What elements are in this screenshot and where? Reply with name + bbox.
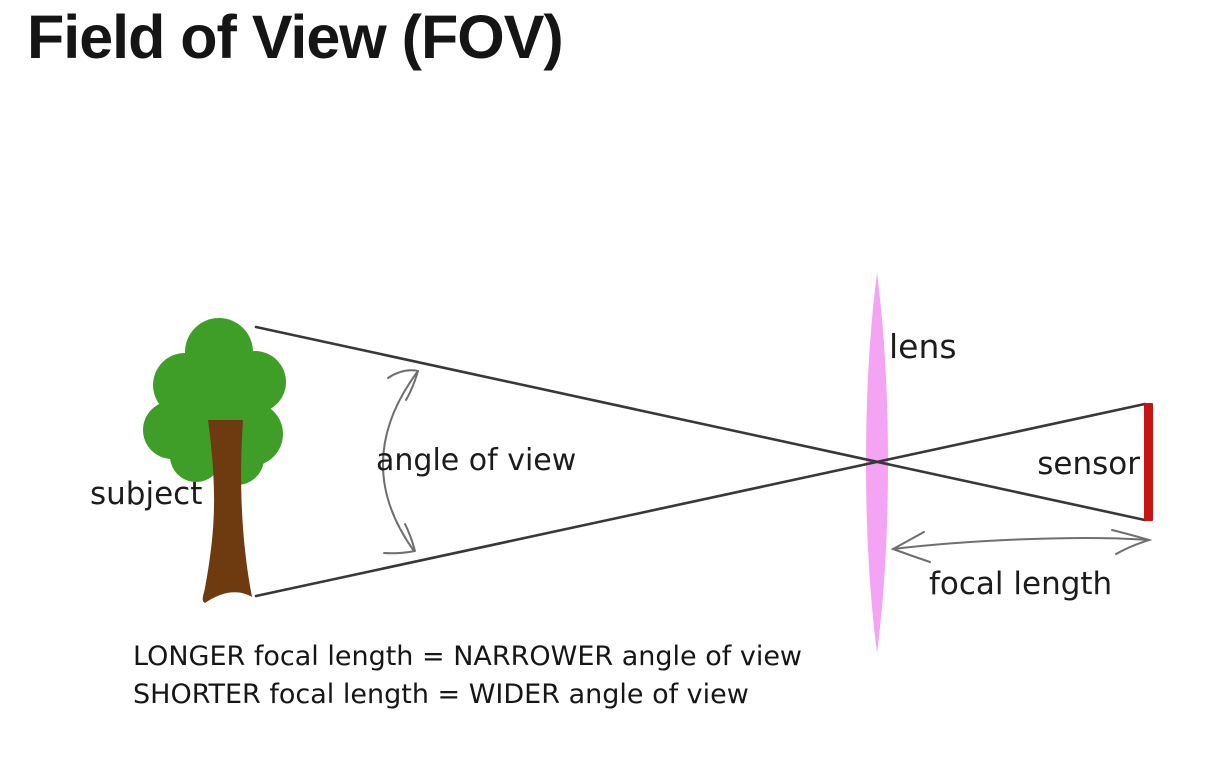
light-ray-top bbox=[254, 325, 1147, 522]
focal-length-arrow bbox=[892, 537, 1150, 550]
note-line-1: LONGER focal length = NARROWER angle of … bbox=[133, 641, 803, 672]
angle-arc-arrowhead-top bbox=[387, 369, 419, 401]
annotations bbox=[382, 369, 1153, 563]
page-title: Field of View (FOV) bbox=[27, 3, 564, 71]
diagram-labels: subject angle of view lens sensor focal … bbox=[90, 327, 1140, 602]
sensor-label: sensor bbox=[1037, 446, 1140, 482]
subject-label: subject bbox=[90, 476, 202, 512]
angle-arc-arrowhead-bottom bbox=[383, 523, 416, 555]
notes: LONGER focal length = NARROWER angle of … bbox=[133, 638, 802, 714]
focal-length-label: focal length bbox=[929, 566, 1112, 602]
focal-length-arrowhead-right bbox=[1111, 529, 1153, 555]
lens-label: lens bbox=[889, 327, 957, 366]
angle-of-view-label: angle of view bbox=[376, 443, 576, 478]
light-ray-bottom bbox=[254, 402, 1147, 598]
sensor-bar bbox=[1144, 403, 1153, 521]
light-rays bbox=[254, 325, 1147, 598]
angle-arc bbox=[382, 370, 419, 552]
focal-length-arrowhead-left bbox=[890, 531, 931, 563]
note-line-2: SHORTER focal length = WIDER angle of vi… bbox=[133, 679, 749, 710]
tree-trunk bbox=[202, 420, 252, 603]
